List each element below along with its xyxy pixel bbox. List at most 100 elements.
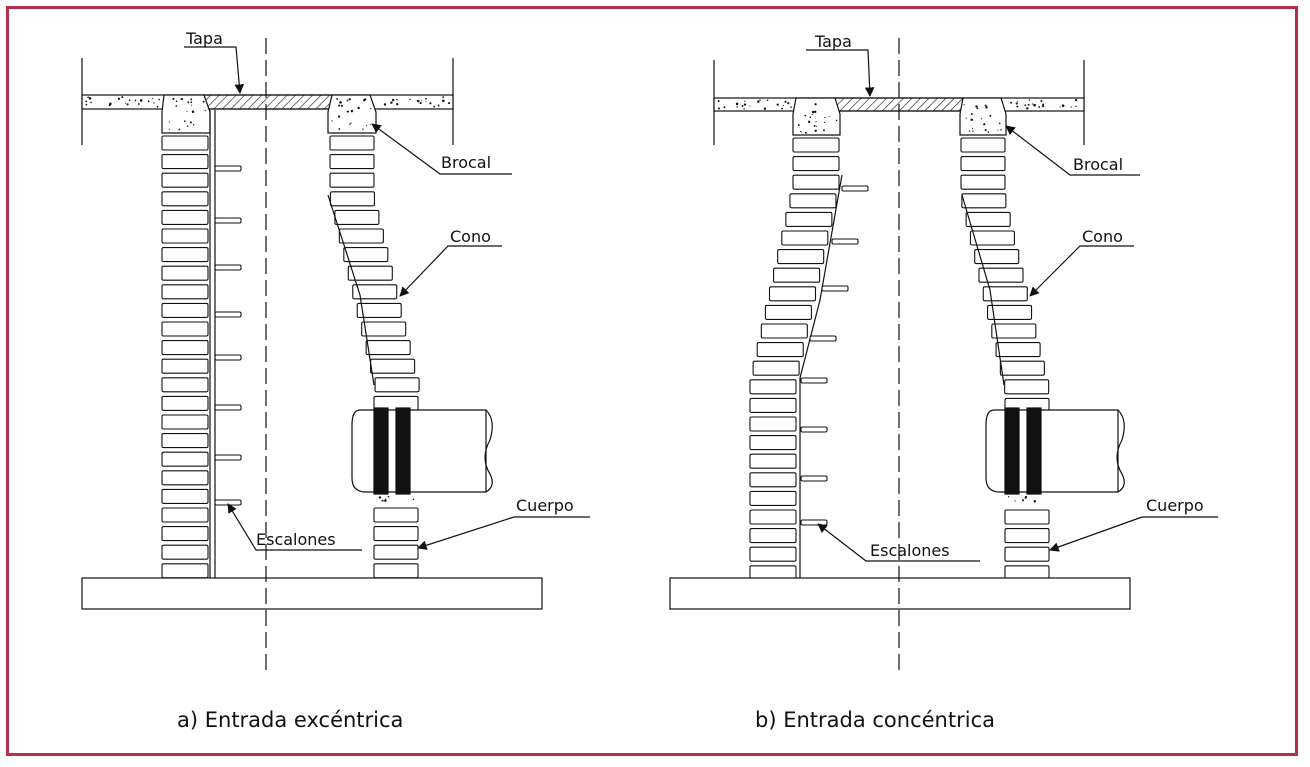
aggregate-dot — [346, 99, 349, 102]
brick — [986, 304, 1033, 320]
aggregate-dot — [1033, 104, 1036, 107]
leader-cuerpo — [417, 516, 590, 550]
brick — [365, 340, 411, 356]
aggregate-dot — [741, 104, 744, 107]
brick — [749, 416, 797, 432]
aggregate-dot — [1059, 106, 1061, 108]
aggregate-dot — [362, 128, 364, 130]
cone-slope-line — [327, 194, 375, 386]
aggregate-dot — [438, 105, 440, 107]
aggregate-dot — [997, 129, 999, 131]
aggregate-dot — [175, 105, 178, 107]
aggregate-dot — [338, 104, 341, 107]
aggregate-dot — [87, 96, 89, 99]
aggregate-dot — [1031, 103, 1034, 105]
figure-frame — [6, 6, 1298, 756]
brick — [749, 528, 797, 544]
brick — [161, 358, 209, 374]
aggregate-dot — [191, 98, 193, 100]
collar-block-right — [959, 97, 1007, 136]
cone-slope-line — [961, 194, 1005, 386]
aggregate-dot — [158, 98, 160, 101]
aggregate-dot — [783, 104, 785, 106]
steps-escalones — [800, 185, 869, 526]
concrete-texture — [797, 103, 1037, 503]
aggregate-dot — [350, 122, 352, 124]
aggregate-dot — [180, 97, 183, 101]
leader-tapa — [184, 46, 245, 94]
label-brocal: Brocal — [441, 153, 491, 172]
aggregate-dot — [1042, 103, 1045, 106]
brick — [356, 302, 402, 318]
step-rung — [821, 285, 849, 292]
aggregate-dot — [385, 498, 387, 500]
brick — [789, 193, 837, 209]
aggregate-dot — [735, 102, 739, 106]
step-rung — [831, 238, 859, 245]
aggregate-dot — [989, 114, 992, 117]
brick-wall-cone — [329, 135, 420, 579]
aggregate-dot — [190, 121, 192, 124]
brick — [749, 397, 797, 413]
brick — [749, 472, 797, 488]
aggregate-dot — [153, 102, 155, 104]
aggregate-dot — [981, 118, 983, 120]
brick — [768, 286, 817, 302]
brick — [161, 191, 209, 207]
pipe-seal — [395, 407, 411, 495]
aggregate-dot — [1010, 101, 1013, 104]
pipe-seal — [1004, 407, 1020, 495]
step-rung — [800, 475, 828, 482]
aggregate-dot — [88, 97, 92, 100]
aggregate-dot — [357, 106, 360, 110]
aggregate-dot — [419, 102, 422, 105]
aggregate-dot — [984, 128, 987, 132]
brick — [995, 342, 1041, 358]
brick — [161, 209, 209, 225]
brick — [374, 377, 420, 393]
leader-cono — [399, 245, 502, 297]
pipe-seal — [373, 407, 389, 495]
pipe-break-line — [1116, 409, 1125, 493]
brick-wall-left — [161, 135, 209, 579]
label-tapa: Tapa — [185, 29, 223, 48]
brick — [361, 321, 407, 337]
aggregate-dot — [717, 107, 721, 110]
aggregate-dot — [787, 102, 790, 105]
aggregate-dot — [365, 125, 367, 127]
aggregate-dot — [814, 129, 817, 132]
concrete-texture — [717, 98, 1078, 110]
aggregate-dot — [799, 130, 802, 132]
base-slab — [669, 577, 1131, 610]
eccentric-manhole — [81, 38, 590, 672]
aggregate-dot — [815, 125, 817, 127]
aggregate-dot — [807, 120, 811, 124]
brick — [161, 172, 209, 188]
aggregate-dot — [1027, 103, 1030, 106]
aggregate-dot — [409, 98, 411, 101]
steps-escalones — [214, 165, 242, 506]
step-rung — [800, 377, 828, 384]
aggregate-dot — [781, 107, 784, 110]
aggregate-dot — [983, 123, 986, 126]
aggregate-dot — [134, 99, 137, 102]
aggregate-dot — [108, 104, 111, 107]
brick — [161, 321, 209, 337]
brick-wall-right — [960, 137, 1050, 581]
brick — [982, 286, 1028, 302]
aggregate-dot — [1007, 496, 1010, 498]
brick — [960, 174, 1006, 190]
base-slab — [81, 577, 543, 610]
brick — [991, 323, 1037, 339]
brick — [161, 451, 209, 467]
leader-escalones — [817, 523, 980, 562]
brick — [965, 211, 1011, 227]
aggregate-dot — [168, 128, 170, 130]
aggregate-dot — [186, 110, 188, 112]
aggregate-dot — [824, 116, 826, 119]
brick — [749, 453, 797, 469]
aggregate-dot — [350, 109, 354, 113]
aggregate-dot — [1041, 104, 1045, 108]
concrete-texture — [85, 96, 451, 108]
